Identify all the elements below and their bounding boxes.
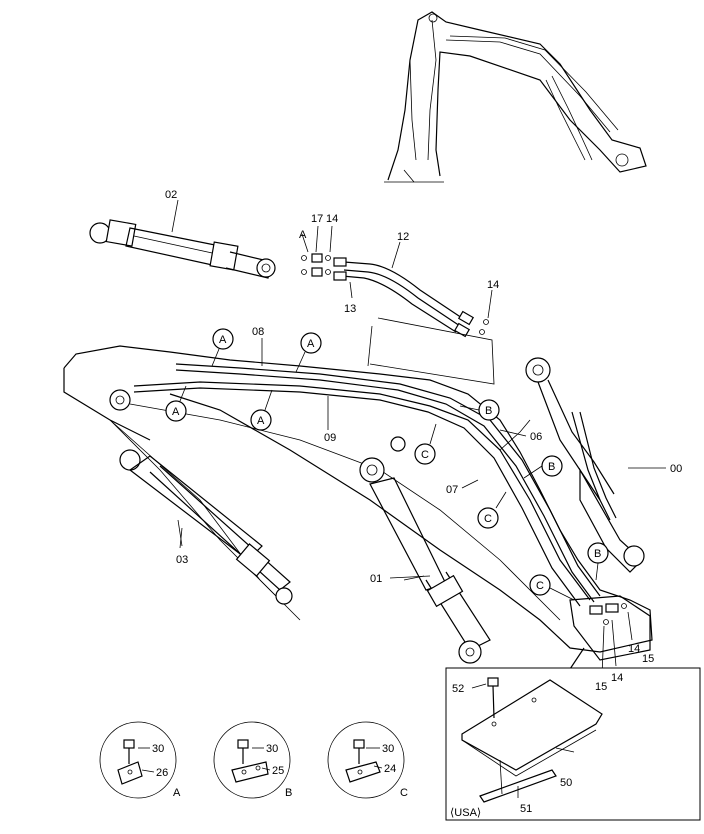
label-07: 07 <box>446 484 458 496</box>
detail-c-label: C <box>400 787 408 799</box>
label-03: 03 <box>176 554 188 566</box>
detail-view-a <box>99 721 177 799</box>
label-52: 52 <box>452 683 464 695</box>
cylinder-02 <box>89 199 276 279</box>
label-15b: 15 <box>595 681 607 693</box>
label-26: 26 <box>156 767 168 779</box>
label-30c: 30 <box>382 743 394 755</box>
label-02: 02 <box>165 189 177 201</box>
pipes-08-09 <box>133 363 601 607</box>
leader-lines <box>179 338 666 689</box>
label-51: 51 <box>520 803 532 815</box>
label-13: 13 <box>344 303 356 315</box>
label-17: 17 <box>311 213 323 225</box>
label-00: 00 <box>670 463 682 475</box>
hoses-12-13 <box>333 241 493 338</box>
detail-a-label: A <box>173 787 181 799</box>
label-50: 50 <box>560 777 572 789</box>
label-01: 01 <box>370 573 382 585</box>
label-24: 24 <box>384 763 396 775</box>
label-30a: 30 <box>152 743 164 755</box>
usa-inset <box>445 667 701 821</box>
top-a-label: A <box>299 229 307 241</box>
callout-a-4: A <box>257 415 265 427</box>
callout-b-3: B <box>594 548 601 560</box>
callout-letters: A A A A A C B B C B C A B C ⟨USA⟩ <box>172 229 601 819</box>
reference-lines <box>367 317 495 385</box>
callout-circles <box>165 328 609 601</box>
label-14a: 14 <box>326 213 338 225</box>
detail-b-label: B <box>285 787 292 799</box>
detail-view-b <box>213 721 291 799</box>
detail-view-c <box>327 721 405 799</box>
label-14d: 14 <box>611 672 623 684</box>
boom-tip-fittings <box>569 595 651 677</box>
part-labels: 02 17 14 12 13 14 08 09 06 07 00 03 01 1… <box>152 189 682 815</box>
label-12: 12 <box>397 231 409 243</box>
callout-c-3: C <box>536 580 544 592</box>
callout-a-1: A <box>219 334 227 346</box>
callout-c-1: C <box>421 449 429 461</box>
fittings-14-17 <box>301 225 333 277</box>
callout-b-1: B <box>485 405 492 417</box>
label-14b: 14 <box>487 279 499 291</box>
label-09: 09 <box>324 432 336 444</box>
callout-c-2: C <box>484 513 492 525</box>
callout-a-2: A <box>307 338 315 350</box>
callout-a-3: A <box>172 406 180 418</box>
machine-overview <box>384 11 647 183</box>
label-08: 08 <box>252 326 264 338</box>
label-14c: 14 <box>628 643 640 655</box>
label-15a: 15 <box>642 653 654 665</box>
label-25: 25 <box>272 765 284 777</box>
cylinder-00 <box>525 357 645 573</box>
callout-b-2: B <box>548 461 555 473</box>
cylinder-03 <box>119 449 293 605</box>
label-06: 06 <box>530 431 542 443</box>
label-30b: 30 <box>266 743 278 755</box>
usa-label: ⟨USA⟩ <box>450 807 481 819</box>
cylinder-01 <box>359 457 491 664</box>
